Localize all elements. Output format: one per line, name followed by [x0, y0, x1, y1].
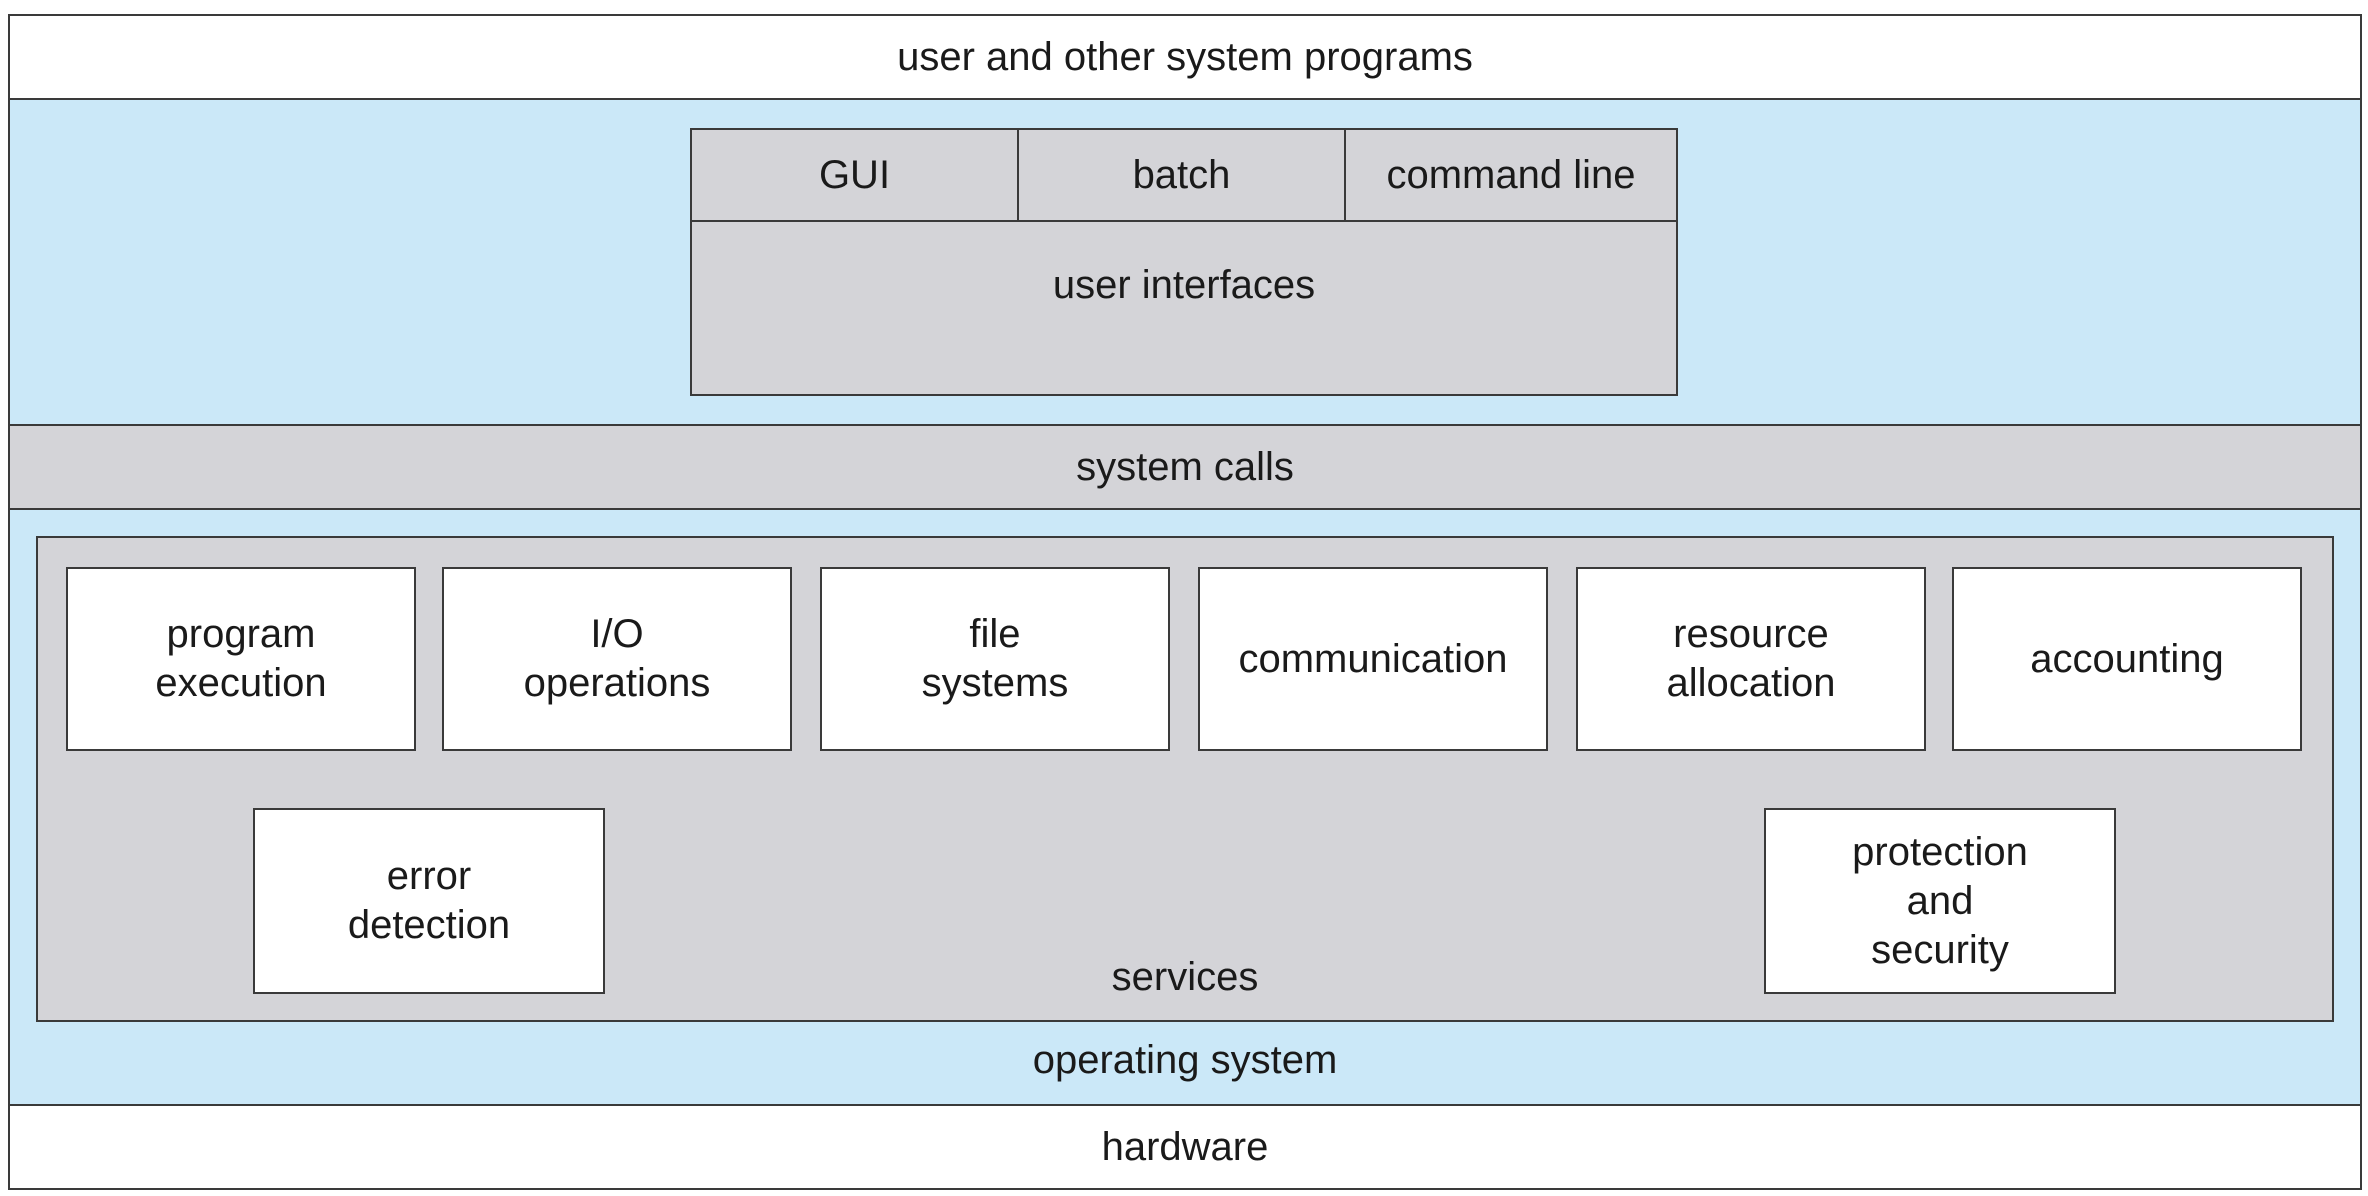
hardware-layer: hardware — [8, 1104, 2362, 1190]
service-communication: communication — [1198, 567, 1548, 751]
user-programs-layer: user and other system programs — [8, 14, 2362, 100]
service-io-operations: I/O operations — [442, 567, 792, 751]
service-error-detection: error detection — [253, 808, 605, 994]
ui-option-command-line: command line — [1346, 130, 1676, 222]
system-calls-layer: system calls — [8, 424, 2362, 510]
user-interfaces-block: GUI batch command line user interfaces — [690, 128, 1678, 396]
system-calls-label: system calls — [1076, 444, 1294, 489]
user-programs-label: user and other system programs — [897, 34, 1473, 79]
user-interfaces-label: user interfaces — [1052, 262, 1316, 307]
service-file-systems: file systems — [820, 567, 1170, 751]
operating-system-label: operating system — [1032, 1037, 1338, 1082]
ui-option-batch: batch — [1019, 130, 1346, 222]
hardware-label: hardware — [1101, 1124, 1269, 1169]
service-program-execution: program execution — [66, 567, 416, 751]
services-label: services — [1111, 954, 1259, 999]
service-accounting: accounting — [1952, 567, 2302, 751]
ui-option-gui: GUI — [692, 130, 1019, 222]
service-resource-allocation: resource allocation — [1576, 567, 1926, 751]
service-protection-security: protection and security — [1764, 808, 2116, 994]
